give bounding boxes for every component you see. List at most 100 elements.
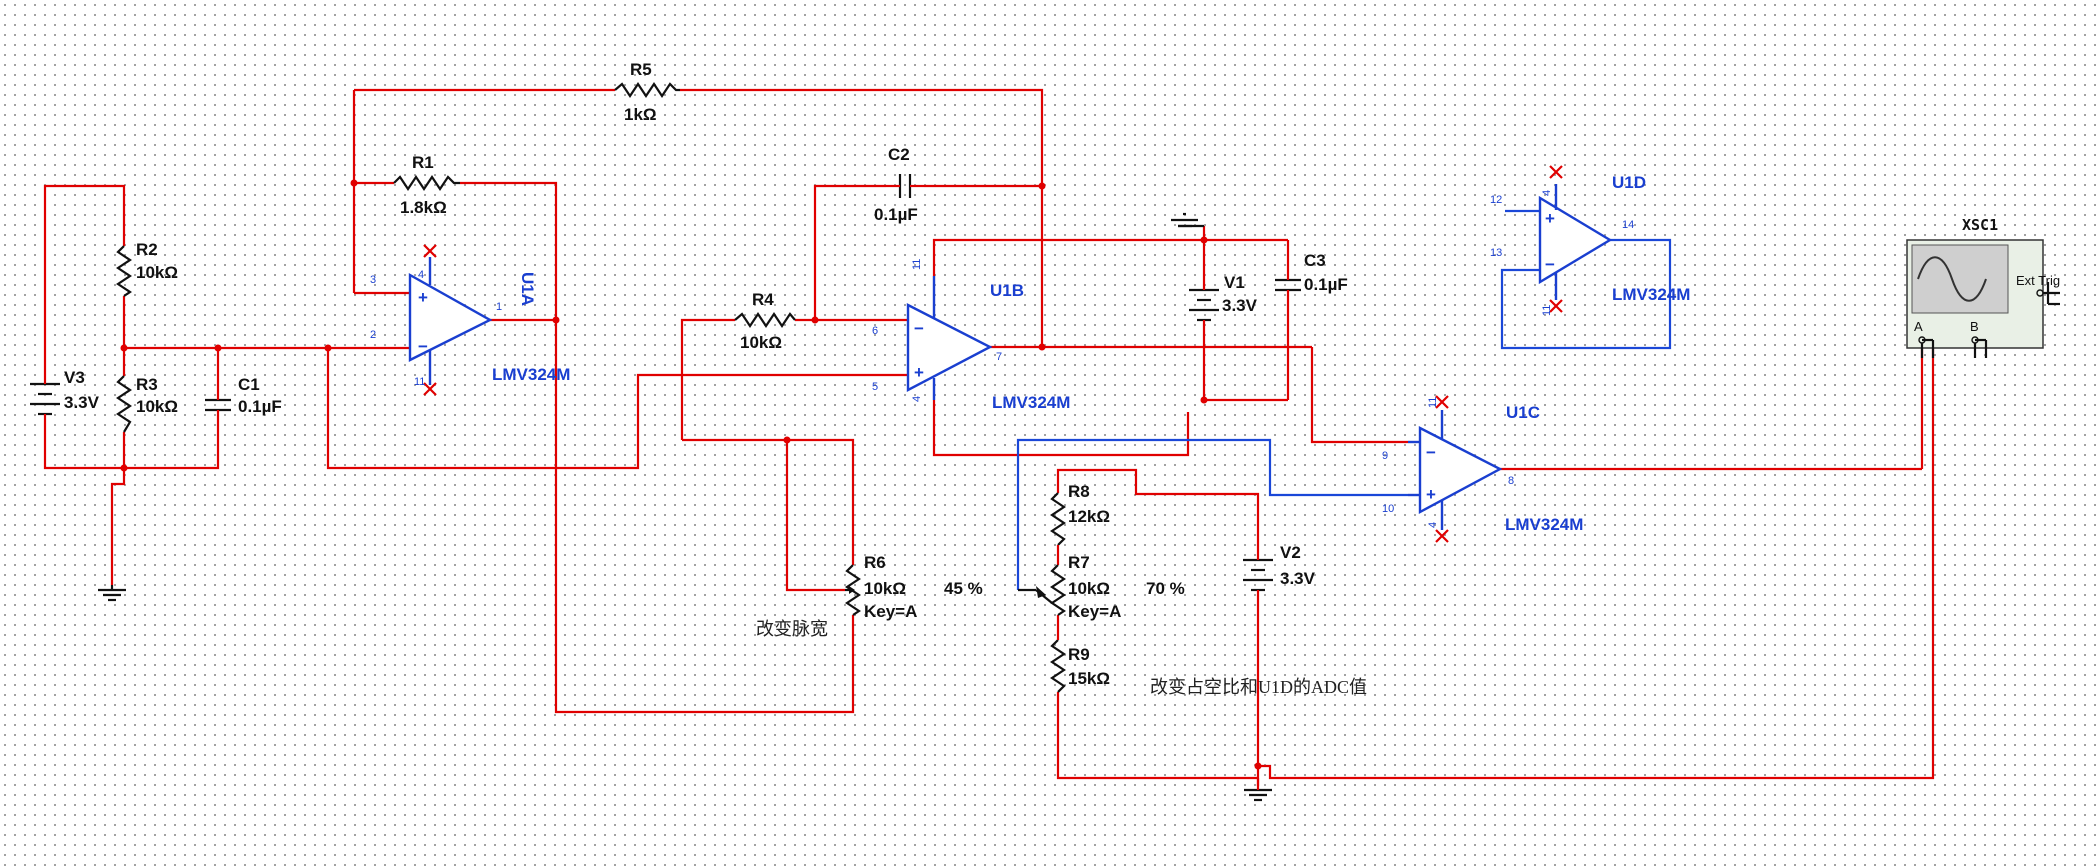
- source-v2[interactable]: V2 3.3V: [1243, 543, 1316, 600]
- resistor-r5[interactable]: R5 1kΩ: [614, 60, 680, 124]
- opamp-u1d[interactable]: + − 12 13 14 4 11 U1D LMV324M: [1490, 165, 1690, 316]
- r7-value: 10kΩ: [1068, 579, 1110, 598]
- u1a-pin-minus: 2: [370, 329, 376, 341]
- u1c-pin-vcc: 11: [1427, 397, 1439, 408]
- u1c-name: U1C: [1506, 403, 1540, 422]
- resistor-r1[interactable]: R1 1.8kΩ: [393, 153, 460, 217]
- r6-name: R6: [864, 553, 886, 572]
- ground-left-icon: [98, 585, 126, 602]
- r3-name: R3: [136, 375, 158, 394]
- opamp-u1a[interactable]: + − 3 2 1 4 11 U1A LMV324M: [370, 244, 570, 396]
- c2-value: 0.1µF: [874, 205, 918, 224]
- svg-text:−: −: [1545, 255, 1555, 274]
- r4-name: R4: [752, 290, 774, 309]
- u1d-pin-minus: 13: [1490, 247, 1502, 259]
- svg-text:−: −: [914, 319, 924, 338]
- v1-name: V1: [1224, 273, 1245, 292]
- u1a-pin-out: 1: [496, 301, 502, 313]
- u1b-pin-plus: 5: [872, 381, 878, 393]
- r1-name: R1: [412, 153, 434, 172]
- ext-trig-label: Ext Trig: [2016, 273, 2060, 288]
- r4-value: 10kΩ: [740, 333, 782, 352]
- channel-b-label: B: [1970, 319, 1979, 334]
- channel-a-label: A: [1914, 319, 1923, 334]
- u1d-pin-out: 14: [1622, 219, 1634, 231]
- r7-percent: 70 %: [1146, 579, 1185, 598]
- u1d-pin-vcc: 4: [1541, 190, 1553, 196]
- ground-bottom-icon: [1244, 782, 1272, 802]
- c1-value: 0.1µF: [238, 397, 282, 416]
- u1a-name: U1A: [518, 272, 537, 306]
- r1-value: 1.8kΩ: [400, 198, 447, 217]
- u1d-pin-plus: 12: [1490, 194, 1502, 206]
- u1b-name: U1B: [990, 281, 1024, 300]
- u1b-pin-vcc: 11: [911, 259, 923, 270]
- capacitor-c2[interactable]: C2 0.1µF: [874, 145, 924, 224]
- svg-text:+: +: [1545, 209, 1555, 228]
- svg-text:+: +: [418, 288, 428, 307]
- r6-percent: 45 %: [944, 579, 983, 598]
- r7-key: Key=A: [1068, 602, 1121, 621]
- r5-name: R5: [630, 60, 652, 79]
- potentiometer-r6[interactable]: R6 10kΩ Key=A 45 %: [845, 553, 983, 621]
- u1c-pin-out: 8: [1508, 475, 1514, 487]
- u1c-pin-minus: 9: [1382, 450, 1388, 462]
- u1a-pin-plus: 3: [370, 274, 376, 286]
- source-v1[interactable]: V1 3.3V: [1189, 273, 1258, 322]
- c3-value: 0.1µF: [1304, 275, 1348, 294]
- r3-value: 10kΩ: [136, 397, 178, 416]
- r9-value: 15kΩ: [1068, 669, 1110, 688]
- svg-text:−: −: [1426, 443, 1436, 462]
- c2-name: C2: [888, 145, 910, 164]
- v3-value: 3.3V: [64, 393, 100, 412]
- u1d-name: U1D: [1612, 173, 1646, 192]
- v1-value: 3.3V: [1222, 296, 1258, 315]
- r7-name: R7: [1068, 553, 1090, 572]
- svg-text:−: −: [418, 337, 428, 356]
- blue-wires: [1016, 209, 1672, 590]
- xsc1-name: XSC1: [1962, 216, 1998, 234]
- r5-value: 1kΩ: [624, 105, 657, 124]
- r6-value: 10kΩ: [864, 579, 906, 598]
- u1b-model: LMV324M: [992, 393, 1070, 412]
- resistor-r4[interactable]: R4 10kΩ: [734, 290, 796, 352]
- ground-top-icon: [1171, 212, 1204, 228]
- u1d-model: LMV324M: [1612, 285, 1690, 304]
- c3-name: C3: [1304, 251, 1326, 270]
- capacitor-c1[interactable]: C1 0.1µF: [205, 375, 282, 416]
- u1a-pin-vcc: 4: [418, 269, 424, 281]
- r2-value: 10kΩ: [136, 263, 178, 282]
- opamp-u1c[interactable]: − + 9 10 8 11 4 U1C LMV324M: [1382, 395, 1583, 543]
- oscilloscope-xsc1[interactable]: XSC1 Ext Trig A B: [1906, 216, 2060, 358]
- resistor-r3[interactable]: R3 10kΩ: [116, 375, 178, 433]
- u1a-model: LMV324M: [492, 365, 570, 384]
- r8-value: 12kΩ: [1068, 507, 1110, 526]
- v2-value: 3.3V: [1280, 569, 1316, 588]
- u1b-pin-minus: 6: [872, 325, 878, 337]
- u1a-pin-vee: 11: [414, 376, 425, 388]
- u1c-model: LMV324M: [1505, 515, 1583, 534]
- scope-sine-icon: [1917, 256, 1987, 302]
- v3-name: V3: [64, 368, 85, 387]
- u1c-pin-vee: 4: [1427, 522, 1439, 528]
- u1b-pin-vee: 4: [911, 396, 923, 402]
- note-change-duty-adc: 改变占空比和U1D的ADC值: [1150, 677, 1367, 697]
- opamp-u1b[interactable]: − + 6 5 7 11 4 U1B LMV324M: [872, 259, 1070, 412]
- svg-text:+: +: [1426, 485, 1436, 504]
- resistor-r8[interactable]: R8 12kΩ: [1050, 482, 1110, 546]
- r8-name: R8: [1068, 482, 1090, 501]
- c1-name: C1: [238, 375, 260, 394]
- capacitor-c3[interactable]: C3 0.1µF: [1275, 251, 1348, 302]
- u1b-pin-out: 7: [996, 351, 1002, 363]
- wires: [43, 88, 1935, 786]
- r2-name: R2: [136, 240, 158, 259]
- resistor-r9[interactable]: R9 15kΩ: [1050, 639, 1110, 693]
- resistor-r2[interactable]: R2 10kΩ: [116, 240, 178, 297]
- source-v3[interactable]: V3 3.3V: [30, 368, 100, 425]
- svg-text:+: +: [914, 363, 924, 382]
- r6-key: Key=A: [864, 602, 917, 621]
- v2-name: V2: [1280, 543, 1301, 562]
- u1d-pin-vee: 11: [1541, 305, 1553, 316]
- potentiometer-r7[interactable]: R7 10kΩ Key=A 70 %: [1018, 553, 1185, 621]
